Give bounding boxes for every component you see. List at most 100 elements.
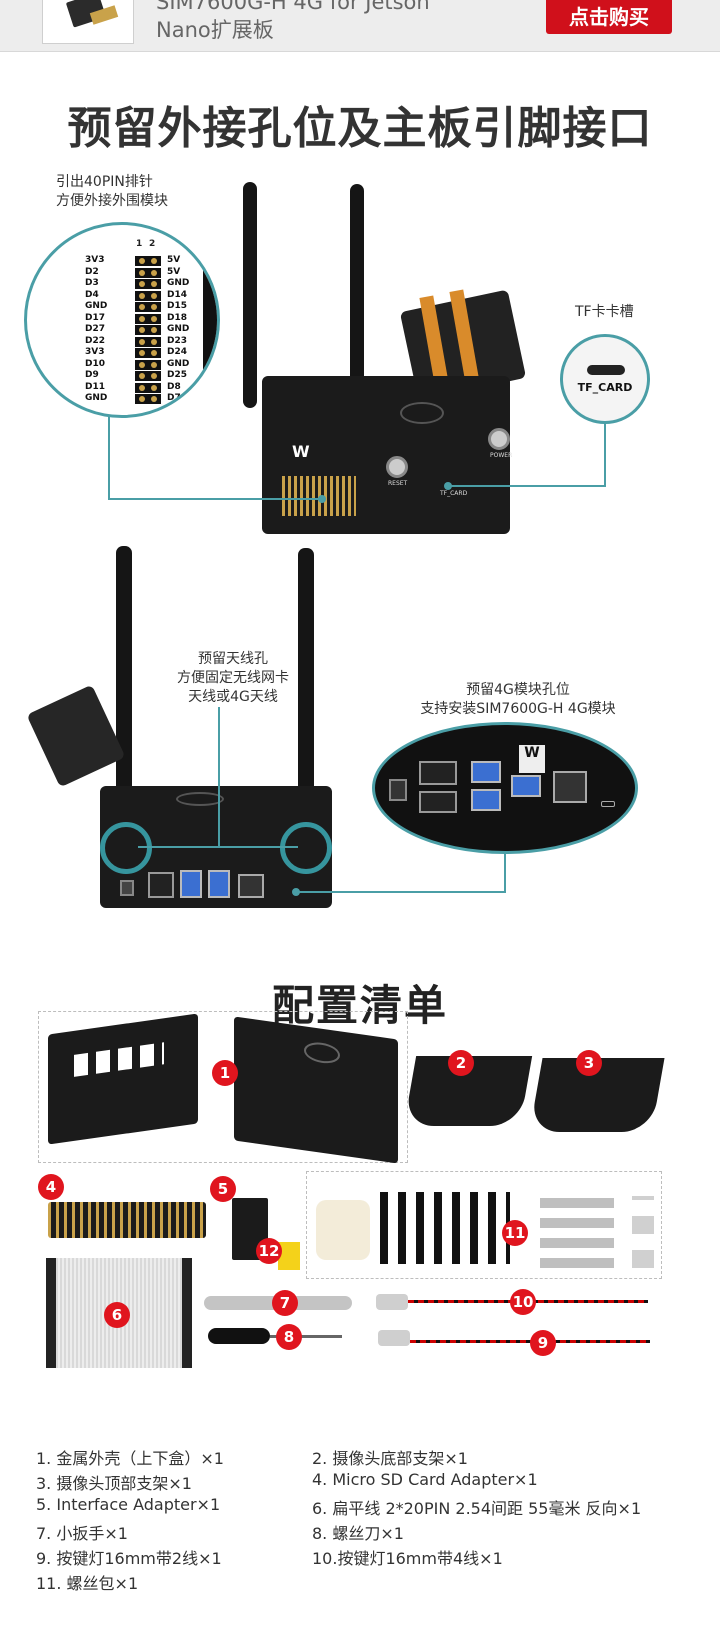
badge-12: 12: [256, 1238, 282, 1264]
gpio-pin-right: D8: [167, 381, 181, 392]
badge-6: 6: [104, 1302, 130, 1328]
product-thumbnail[interactable]: [42, 0, 134, 44]
marker-module: [292, 888, 300, 896]
gpio-note-line1: 引出40PIN排针: [56, 174, 153, 190]
gpio-pin-pair: [135, 382, 161, 393]
package-item-1: 1. 金属外壳（上下盒）×1: [36, 1449, 224, 1468]
zoom-micro-usb: [601, 801, 615, 807]
part-bottom-case: [48, 1013, 198, 1145]
module-note-line2: 支持安装SIM7600G-H 4G模块: [420, 701, 616, 717]
gpio-pin-pair: [135, 290, 161, 301]
gpio-pin-right: D7: [167, 393, 181, 403]
pin-number-1: 1: [136, 239, 143, 249]
leader-gpio-v: [108, 416, 110, 500]
antenna-rear-right: [298, 548, 314, 842]
part-button-4wire: [376, 1294, 408, 1310]
section-title-package: 配置清单: [271, 981, 448, 1030]
antenna-right: [350, 184, 364, 398]
gpio-pin-left: D11: [85, 381, 105, 392]
part-button-2wire: [378, 1330, 410, 1346]
zoom-dc-jack: [389, 779, 407, 801]
gpio-pin-pair: [135, 256, 161, 266]
gpio-pin-left: D4: [85, 289, 99, 300]
gpio-pin-pair: [135, 325, 161, 335]
antenna-left: [243, 182, 257, 408]
gpio-pin-pair: [135, 313, 161, 324]
antenna-note-line2: 方便固定无线网卡: [177, 670, 289, 686]
product-title-line2[interactable]: Nano扩展板: [156, 18, 274, 42]
gpio-note-line2: 方便外接外围模块: [56, 193, 168, 209]
part-frame-screws: [306, 1171, 662, 1279]
badge-8: 8: [276, 1324, 302, 1350]
antenna-note-line1: 预留天线孔: [198, 651, 268, 667]
badge-5: 5: [210, 1176, 236, 1202]
badge-9: 9: [530, 1330, 556, 1356]
leader-antenna-v: [218, 707, 220, 847]
antenna-hole-left: [100, 822, 152, 874]
gpio-pin-row: 3V3 5V: [27, 255, 217, 267]
antenna-rear-left: [116, 546, 132, 842]
gpio-pin-pair: [135, 267, 161, 278]
reset-label: RESET: [388, 480, 408, 487]
product-title-line1[interactable]: SIM7600G-H 4G for Jetson: [156, 0, 430, 14]
part-screwdriver-shaft: [270, 1335, 342, 1338]
leader-gpio-h: [108, 498, 322, 500]
leader-tf-v: [604, 422, 606, 486]
module-zoom-ellipse: W: [372, 722, 638, 854]
gpio-pin-pair: [135, 371, 161, 381]
gpio-pin-left: D2: [85, 266, 99, 277]
package-item-4: 4. Micro SD Card Adapter×1: [312, 1470, 538, 1489]
gpio-pin-pair: [135, 336, 161, 347]
part-top-case: [234, 1016, 398, 1164]
dc-jack: [120, 880, 134, 896]
power-label: POWER: [490, 452, 513, 459]
usb-port-2: [208, 870, 230, 898]
waveshare-module-logo-icon: W: [519, 745, 545, 773]
module-note-line1: 预留4G模块孔位: [466, 682, 570, 698]
package-item-8: 8. 螺丝刀×1: [312, 1524, 404, 1543]
gpio-pin-right: D18: [167, 312, 187, 323]
badge-3: 3: [576, 1050, 602, 1076]
gpio-pin-pair: [135, 348, 161, 358]
part-frame-case: [38, 1011, 408, 1163]
badge-1: 1: [212, 1060, 238, 1086]
gpio-pin-left: D10: [85, 358, 105, 369]
package-item-6: 6. 扁平线 2*20PIN 2.54间距 55毫米 反向×1: [312, 1499, 642, 1518]
fan-grille-rear: [176, 792, 224, 806]
marker-gpio: [318, 495, 326, 503]
badge-11: 11: [502, 1220, 528, 1246]
gpio-pin-right: 5V: [167, 255, 181, 265]
reset-button[interactable]: [386, 456, 408, 478]
power-button[interactable]: [488, 428, 510, 450]
zoom-usb-3: [511, 775, 541, 797]
gpio-pin-right: D24: [167, 347, 187, 357]
tf-card-slot: [587, 365, 625, 375]
package-item-3: 3. 摄像头顶部支架×1: [36, 1474, 192, 1493]
gpio-pin-pair: [135, 359, 161, 370]
badge-4: 4: [38, 1174, 64, 1200]
package-item-2: 2. 摄像头底部支架×1: [312, 1449, 468, 1468]
antenna-note-line3: 天线或4G天线: [188, 689, 278, 705]
marker-tf: [444, 482, 452, 490]
gpio-note: 引出40PIN排针 方便外接外围模块: [56, 173, 168, 211]
part-sd-card-adapter: [48, 1202, 206, 1238]
gpio-pin-pair: [135, 279, 161, 289]
buy-button[interactable]: 点击购买: [546, 0, 672, 34]
gpio-pin-left: 3V3: [85, 255, 105, 265]
badge-10: 10: [510, 1289, 536, 1315]
leader-antenna-h: [138, 846, 298, 848]
zoom-ethernet: [553, 771, 587, 803]
gpio-pin-left: D9: [85, 370, 99, 380]
gpio-pin-pair: [135, 394, 161, 404]
leader-tf-h: [448, 485, 606, 487]
part-rubber-feet: [316, 1200, 370, 1260]
package-item-5: 5. Interface Adapter×1: [36, 1495, 221, 1514]
gpio-pin-left: D22: [85, 335, 105, 346]
